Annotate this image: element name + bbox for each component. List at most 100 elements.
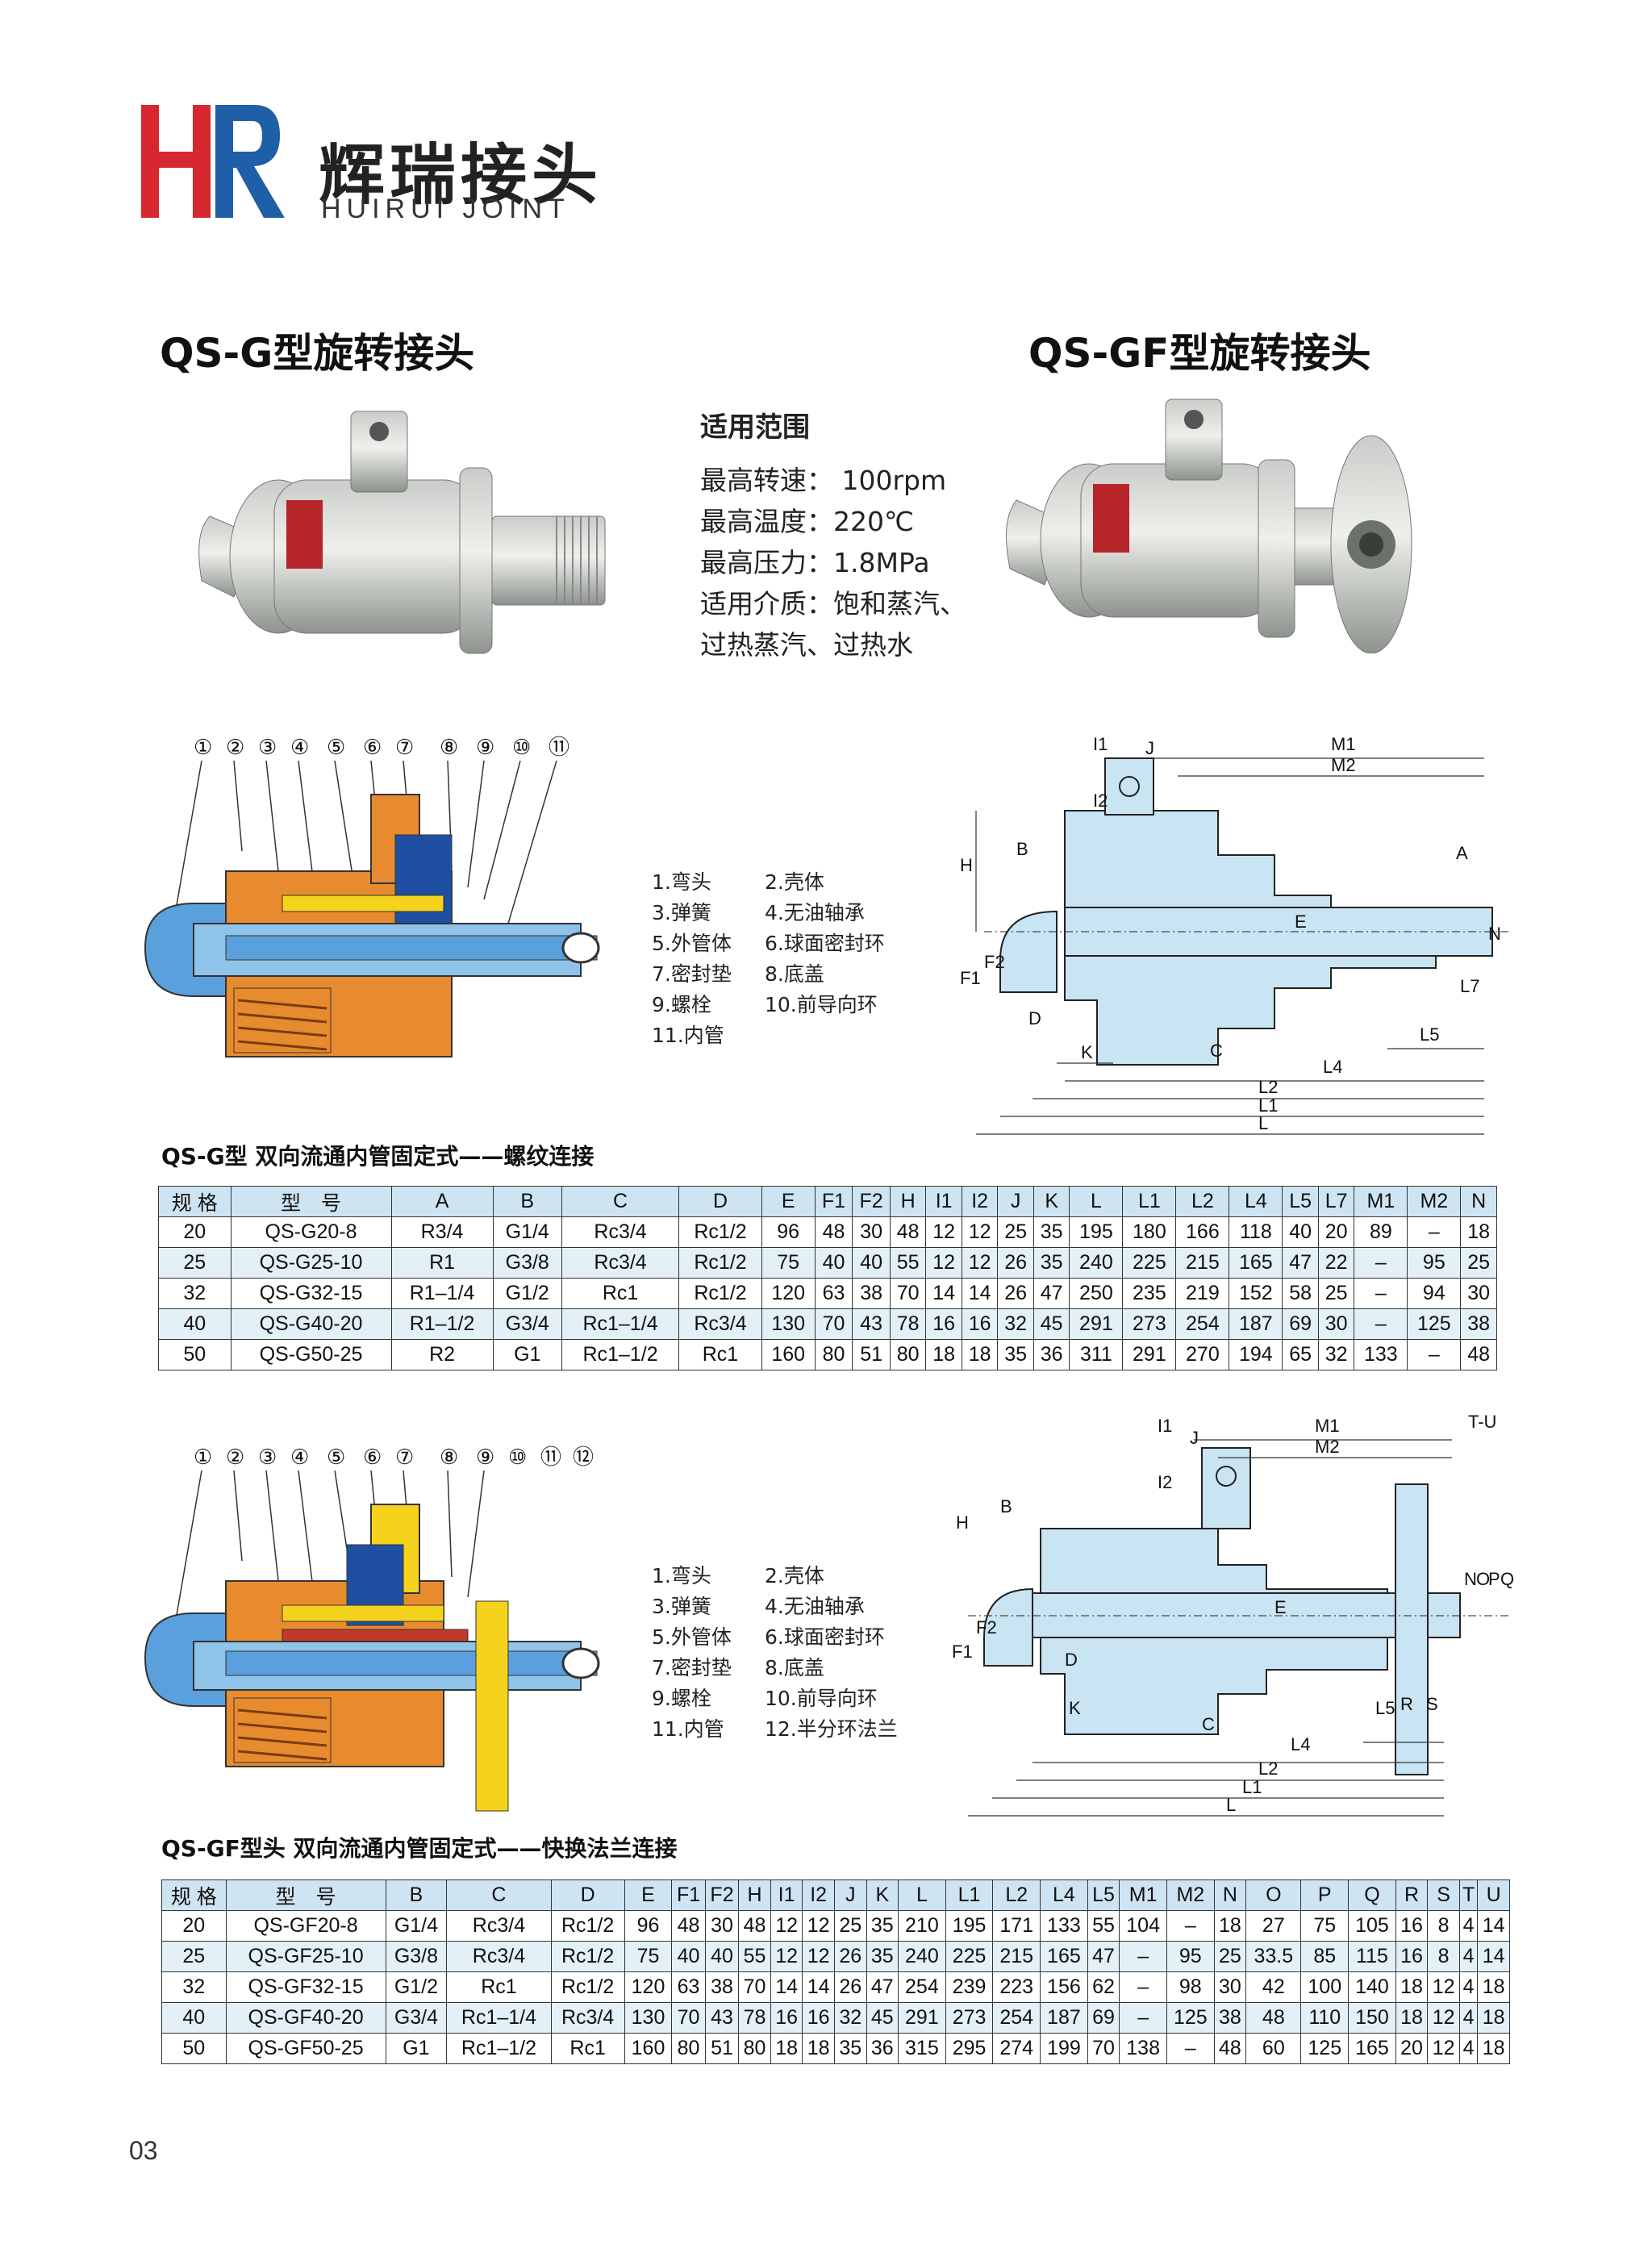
table-cell: 4	[1458, 1941, 1479, 1972]
column-header: K	[866, 1879, 899, 1911]
table-cell: 20	[161, 1910, 227, 1942]
callout-gf-11: ⑪	[540, 1445, 561, 1469]
dim-g-l4: L4	[1323, 1057, 1342, 1077]
table-cell: –	[1119, 1971, 1167, 2003]
callout-gf-2: ②	[226, 1445, 244, 1469]
table-cell: 35	[866, 1941, 899, 1972]
table-cell: 36	[866, 2033, 899, 2064]
table-cell: G1	[385, 2033, 448, 2064]
callout-gf-7: ⑦	[395, 1445, 414, 1469]
table-cell: 30	[1460, 1278, 1497, 1309]
table-cell: 25	[158, 1247, 232, 1279]
table-cell: 43	[704, 2002, 740, 2034]
table-cell: 254	[1175, 1308, 1230, 1340]
spec-medium: 适用介质：饱和蒸汽、	[700, 588, 966, 620]
legend-g-5: 5.外管体	[652, 932, 732, 955]
table-cell: G1/2	[492, 1278, 562, 1309]
table-cell: 133	[1354, 1339, 1408, 1370]
dim-gf-m2: M2	[1315, 1437, 1340, 1457]
table-cell: 30	[1213, 1971, 1247, 2003]
table-cell: 180	[1122, 1216, 1177, 1248]
table-cell: 115	[1348, 1941, 1396, 1972]
table-cell: 4	[1458, 1971, 1479, 2003]
table-cell: 30	[852, 1216, 891, 1248]
table-cell: 38	[1213, 2002, 1247, 2034]
table-cell: 60	[1245, 2033, 1302, 2064]
column-header: M2	[1407, 1186, 1462, 1217]
dim-g-b: B	[1016, 839, 1028, 859]
table-cell: 195	[1069, 1216, 1124, 1248]
dim-gf-l4: L4	[1291, 1734, 1310, 1754]
table-cell: Rc1/2	[678, 1278, 762, 1309]
column-header: 型 号	[230, 1186, 392, 1217]
table-cell: 18	[770, 2033, 803, 2064]
table-cell: 165	[1040, 1941, 1088, 1972]
dim-gf-d: D	[1065, 1650, 1078, 1670]
column-header: N	[1460, 1186, 1497, 1217]
table-cell: 95	[1166, 1941, 1215, 1972]
dim-gf-o: O	[1476, 1569, 1490, 1589]
dim-g-m2: M2	[1331, 755, 1356, 775]
spec-max-pressure: 最高压力：1.8MPa	[700, 547, 930, 578]
table-cell: 89	[1354, 1216, 1408, 1248]
dim-gf-c: C	[1202, 1714, 1215, 1734]
part-callouts-g: ① ② ③ ④ ⑤ ⑥ ⑦ ⑧ ⑨ ⑩ ⑪	[194, 735, 569, 759]
table-cell: QS-G25-10	[230, 1247, 392, 1279]
table-cell: 105	[1348, 1910, 1396, 1942]
dim-gf-r: R	[1400, 1694, 1413, 1714]
table-cell: QS-G50-25	[230, 1339, 392, 1370]
table-cell: 18	[1477, 2002, 1510, 2034]
callout-4: ④	[290, 735, 309, 759]
table-cell: G1/2	[385, 1971, 448, 2003]
callout-2: ②	[226, 735, 244, 759]
table-cell: 187	[1229, 1308, 1283, 1340]
table-cell: 55	[1087, 1910, 1120, 1942]
table-cell: 51	[852, 1339, 891, 1370]
dim-gf-m1: M1	[1315, 1416, 1340, 1436]
table-cell: Rc3/4	[561, 1247, 680, 1279]
table-cell: 70	[889, 1278, 927, 1309]
callout-gf-3: ③	[258, 1445, 277, 1469]
table-cell: 26	[997, 1247, 1034, 1279]
dim-g-a: A	[1456, 843, 1468, 863]
column-header: C	[446, 1879, 552, 1911]
table-cell: G3/4	[492, 1308, 562, 1340]
callout-gf-10: ⑩	[508, 1445, 527, 1469]
column-header: L1	[1122, 1186, 1177, 1217]
callout-gf-4: ④	[290, 1445, 309, 1469]
dim-gf-l2: L2	[1258, 1758, 1278, 1779]
product-photo-qs-g	[198, 411, 606, 654]
legend-g-6: 6.球面密封环	[765, 932, 885, 955]
callout-7: ⑦	[395, 735, 414, 759]
table-cell: 270	[1175, 1339, 1230, 1370]
table-cell: 14	[925, 1278, 962, 1309]
column-header: L2	[1175, 1186, 1230, 1217]
table-cell: 225	[1122, 1247, 1177, 1279]
dim-gf-k: K	[1069, 1698, 1081, 1718]
table-cell: 80	[671, 2033, 706, 2064]
table-cell: 12	[1427, 2033, 1460, 2064]
column-header: L	[1069, 1186, 1124, 1217]
table-cell: 25	[1213, 1941, 1247, 1972]
column-header: M2	[1166, 1879, 1215, 1911]
column-header: Q	[1348, 1879, 1396, 1911]
table-cell: 80	[889, 1339, 927, 1370]
column-header: I2	[802, 1879, 835, 1911]
table-cell: 150	[1348, 2002, 1396, 2034]
table-cell: Rc3/4	[561, 1216, 680, 1248]
table-cell: Rc1–1/4	[561, 1308, 680, 1340]
table-cell: 38	[704, 1971, 740, 2003]
table-cell: 75	[624, 1941, 673, 1972]
table-cell: 75	[761, 1247, 816, 1279]
dim-g-k: K	[1081, 1042, 1093, 1062]
table-cell: Rc1/2	[678, 1247, 762, 1279]
table-cell: 16	[1395, 1910, 1429, 1942]
product-title-qs-g: QS-G型旋转接头	[160, 330, 475, 377]
table-cell: 156	[1040, 1971, 1088, 2003]
table-cell: 195	[945, 1910, 994, 1942]
column-header: I2	[961, 1186, 999, 1217]
column-header: E	[761, 1186, 816, 1217]
column-header: L4	[1040, 1879, 1088, 1911]
